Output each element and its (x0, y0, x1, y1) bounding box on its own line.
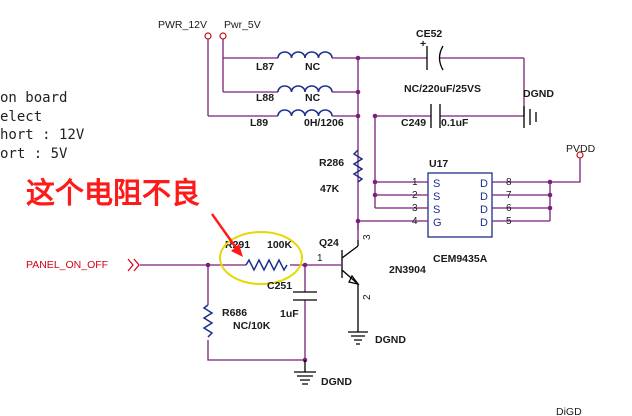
c249-plates (430, 104, 441, 128)
net-label-pwr-12v: PWR_12V (158, 19, 207, 31)
net-label-pwr-5v: Pwr_5V (224, 19, 261, 31)
u17-pin-sym: G (433, 217, 442, 229)
u17-body (427, 172, 493, 238)
left-text-line3: hort : 12V (0, 127, 85, 143)
junction-pin2 (372, 192, 378, 198)
q24-pin1: 1 (317, 253, 323, 264)
u17-pin-sym: D (480, 178, 488, 190)
u17-pin-num: 7 (506, 190, 512, 201)
wire-pvdd (550, 158, 581, 183)
net-label-dgnd-q24: DGND (375, 334, 406, 346)
resistor-r286 (352, 149, 364, 183)
r686-value: NC/10K (233, 320, 271, 332)
u17-pin-num: 2 (412, 190, 418, 201)
q24-pin2: 2 (362, 294, 373, 300)
q24-pin3: 3 (362, 234, 373, 240)
ce52-plate-neg (438, 45, 444, 71)
left-text-line1: on board (0, 90, 67, 106)
l87-value: NC (305, 61, 321, 73)
u17-pin-sym: D (480, 217, 488, 229)
inductor-l89 (277, 109, 333, 117)
u17-pin-sym: S (433, 178, 440, 190)
c249-ref: C249 (401, 117, 426, 129)
u17-pin-num: 4 (412, 216, 418, 227)
l89-value: 0H/1206 (304, 117, 344, 129)
c249-value: 0.1uF (441, 117, 469, 129)
u17-pin-num: 6 (506, 203, 512, 214)
wire-r686 (207, 265, 305, 361)
ground-symbol-right (523, 106, 537, 128)
left-text-line4: ort : 5V (0, 146, 68, 162)
net-label-panel-on-off: PANEL_ON_OFF (26, 259, 108, 271)
left-text-line2: elect (0, 109, 42, 125)
annotation-arrow-line (211, 213, 240, 253)
c251-plates (293, 291, 317, 301)
ground-symbol-bottom (294, 360, 316, 385)
annotation-text: 这个电阻不良 (26, 176, 200, 210)
u17-pin-sym: S (433, 191, 440, 203)
net-label-dgnd-bottom: DGND (321, 376, 352, 388)
panel-on-off-arrow-icon (127, 258, 140, 272)
net-label-pvdd: PVDD (566, 143, 596, 155)
u17-part: CEM9435A (433, 253, 488, 265)
u17-pin-num: 5 (506, 216, 512, 227)
junction-pin7 (547, 192, 553, 198)
junction-pin6 (547, 205, 553, 211)
u17-pin-num: 3 (412, 203, 418, 214)
l89-ref: L89 (250, 117, 268, 129)
l88-value: NC (305, 92, 321, 104)
u17-pin-sym: D (480, 204, 488, 216)
junction-source-top (372, 113, 378, 119)
r686-ref: R686 (222, 307, 247, 319)
junction-l88 (355, 89, 361, 95)
u17-pin-sym: D (480, 191, 488, 203)
highlight-circle (219, 231, 303, 285)
annotation-arrow-icon (231, 244, 243, 257)
l88-ref: L88 (256, 92, 274, 104)
inductor-l88 (277, 85, 333, 93)
u17-left-pin-wires (358, 181, 428, 222)
r286-value: 47K (320, 183, 340, 195)
net-label-digd: DiGD (556, 406, 582, 416)
c251-value: 1uF (280, 308, 299, 320)
u17-ref: U17 (429, 158, 448, 170)
ground-symbol-q24 (348, 331, 368, 345)
junction-l89 (355, 113, 361, 119)
q24-emitter-arrow (348, 274, 360, 286)
ce52-polarity: + (420, 38, 426, 50)
q24-ref: Q24 (319, 237, 339, 249)
junction-pin1 (372, 179, 378, 185)
pwr-5v-terminal (219, 32, 227, 40)
c251-ref: C251 (267, 280, 292, 292)
u17-pin-num: 1 (412, 177, 418, 188)
r291-value: 100K (267, 239, 293, 251)
resistor-r686 (202, 304, 214, 338)
pvdd-terminal (576, 151, 584, 159)
l87-ref: L87 (256, 61, 274, 73)
pwr-12v-terminal (204, 32, 212, 40)
u17-pin-sym: S (433, 204, 440, 216)
u17-right-pin-wires (492, 181, 550, 222)
q24-part: 2N3904 (389, 264, 426, 276)
ce52-value: NC/220uF/25VS (404, 83, 481, 95)
u17-pin-num: 8 (506, 177, 512, 188)
ce52-ref: CE52 (416, 28, 442, 40)
inductor-l87 (277, 51, 333, 59)
net-label-dgnd-right: DGND (523, 88, 554, 100)
q24-leads (341, 245, 359, 285)
r286-ref: R286 (319, 157, 344, 169)
resistor-r291 (245, 258, 288, 272)
